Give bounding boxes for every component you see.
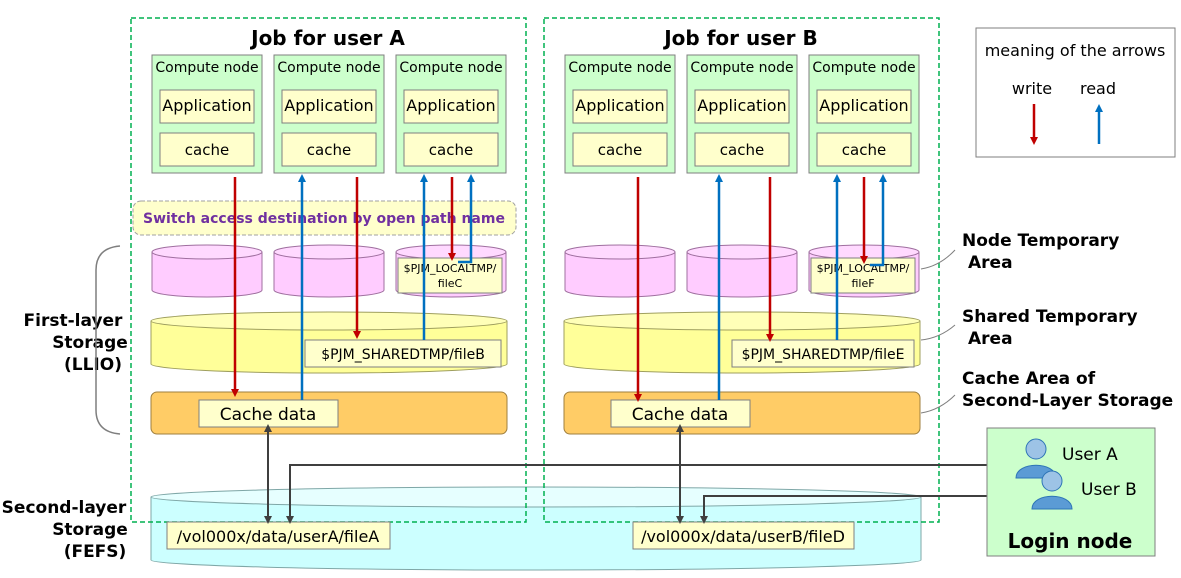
node-temp-cylinder <box>151 244 263 298</box>
cache-label: cache <box>842 141 886 159</box>
shared-temp-cylinder: $PJM_SHAREDTMP/fileB <box>150 311 508 374</box>
local-file-line1: $PJM_LOCALTMP/ <box>404 262 497 275</box>
read-arrow <box>458 174 475 264</box>
gray-arrows <box>264 424 1038 524</box>
switch-banner-text: Switch access destination by open path n… <box>143 211 505 227</box>
compute-node: Compute node Application cache <box>395 54 507 174</box>
local-file-line1: $PJM_LOCALTMP/ <box>817 262 910 275</box>
cache-label: cache <box>307 141 351 159</box>
shared-temp-label-line1: Shared Temporary <box>962 307 1138 327</box>
application-label: Application <box>406 96 495 115</box>
job-a: Job for user A Compute node Application … <box>130 17 527 550</box>
cache-data-label: Cache data <box>220 405 317 425</box>
layer-labels: First-layer Storage (LLIO) Second-layer … <box>2 311 128 562</box>
application-label: Application <box>819 96 908 115</box>
cache-data-label: Cache data <box>632 405 729 425</box>
first-layer-bracket <box>95 245 121 435</box>
user-b-icon <box>1031 470 1073 510</box>
arrows-job-b <box>634 174 887 402</box>
shared-temp-cylinder: $PJM_SHAREDTMP/fileE <box>563 311 921 374</box>
cache-label: cache <box>720 141 764 159</box>
shared-file-label: $PJM_SHAREDTMP/fileE <box>742 347 905 363</box>
switch-banner: Switch access destination by open path n… <box>132 200 517 236</box>
job-a-title: Job for user A <box>249 26 405 50</box>
cache-label: cache <box>429 141 473 159</box>
cache-data-box <box>610 399 751 428</box>
local-file-line2: fileC <box>438 277 463 290</box>
login-node-title: Login node <box>1008 529 1133 553</box>
fefs-file-box <box>632 521 855 550</box>
legend-read-label: read <box>1080 79 1116 98</box>
node-temp-cylinder <box>564 244 676 298</box>
second-layer-label-line2: Storage <box>52 520 128 540</box>
local-file-box <box>397 257 503 294</box>
fefs-file-label: /vol000x/data/userB/fileD <box>641 527 845 546</box>
shared-file-box <box>731 339 915 368</box>
node-temp-cylinder <box>273 244 385 298</box>
compute-node: Compute node Application cache <box>273 54 385 174</box>
second-layer-label-line3: (FEFS) <box>64 542 127 562</box>
compute-node-label: Compute node <box>690 60 793 76</box>
shared-file-label: $PJM_SHAREDTMP/fileB <box>321 347 485 363</box>
area-labels: Node Temporary Area Shared Temporary Are… <box>962 231 1173 411</box>
first-layer-label-line2: Storage <box>52 333 128 353</box>
callout-lines <box>920 249 956 414</box>
cache-area-label-line2: Second-Layer Storage <box>962 391 1173 411</box>
cache-area: Cache data <box>150 391 508 435</box>
fefs-file-box <box>166 521 391 550</box>
compute-node: Compute node Application cache <box>151 54 263 174</box>
compute-node-label: Compute node <box>399 60 502 76</box>
compute-node: Compute node Application cache <box>686 54 798 174</box>
compute-node-label: Compute node <box>155 60 258 76</box>
login-node: User A User B Login node <box>986 427 1156 557</box>
application-label: Application <box>697 96 786 115</box>
node-temp-cylinder <box>686 244 798 298</box>
compute-node-label: Compute node <box>812 60 915 76</box>
legend-write-label: write <box>1012 79 1052 98</box>
local-file-line2: fileF <box>851 277 874 290</box>
cache-area-label-line1: Cache Area of <box>962 369 1096 389</box>
compute-node: Compute node Application cache <box>564 54 676 174</box>
second-layer-label-line1: Second-layer <box>2 498 127 518</box>
compute-node-label: Compute node <box>277 60 380 76</box>
fefs-file-label: /vol000x/data/userA/fileA <box>177 527 380 546</box>
job-b: Job for user B Compute node Application … <box>543 17 940 550</box>
job-b-title: Job for user B <box>662 26 818 50</box>
first-layer-label-line1: First-layer <box>24 311 124 331</box>
legend-title: meaning of the arrows <box>985 41 1166 60</box>
user-a-label: User A <box>1062 445 1118 465</box>
compute-node: Compute node Application cache <box>808 54 920 174</box>
node-temp-label-line1: Node Temporary <box>962 231 1119 251</box>
arrow-legend: meaning of the arrows write read <box>975 27 1176 158</box>
application-label: Application <box>284 96 373 115</box>
shared-file-box <box>304 339 502 368</box>
node-temp-label-line2: Area <box>968 253 1013 273</box>
application-label: Application <box>162 96 251 115</box>
shared-temp-label-line2: Area <box>968 329 1013 349</box>
application-label: Application <box>575 96 664 115</box>
compute-node-label: Compute node <box>568 60 671 76</box>
cache-label: cache <box>598 141 642 159</box>
user-b-label: User B <box>1081 480 1137 500</box>
cache-area: Cache data <box>563 391 921 435</box>
cache-label: cache <box>185 141 229 159</box>
first-layer-label-line3: (LLIO) <box>64 355 122 375</box>
arrows-job-a <box>231 174 475 400</box>
read-arrow <box>870 174 887 267</box>
